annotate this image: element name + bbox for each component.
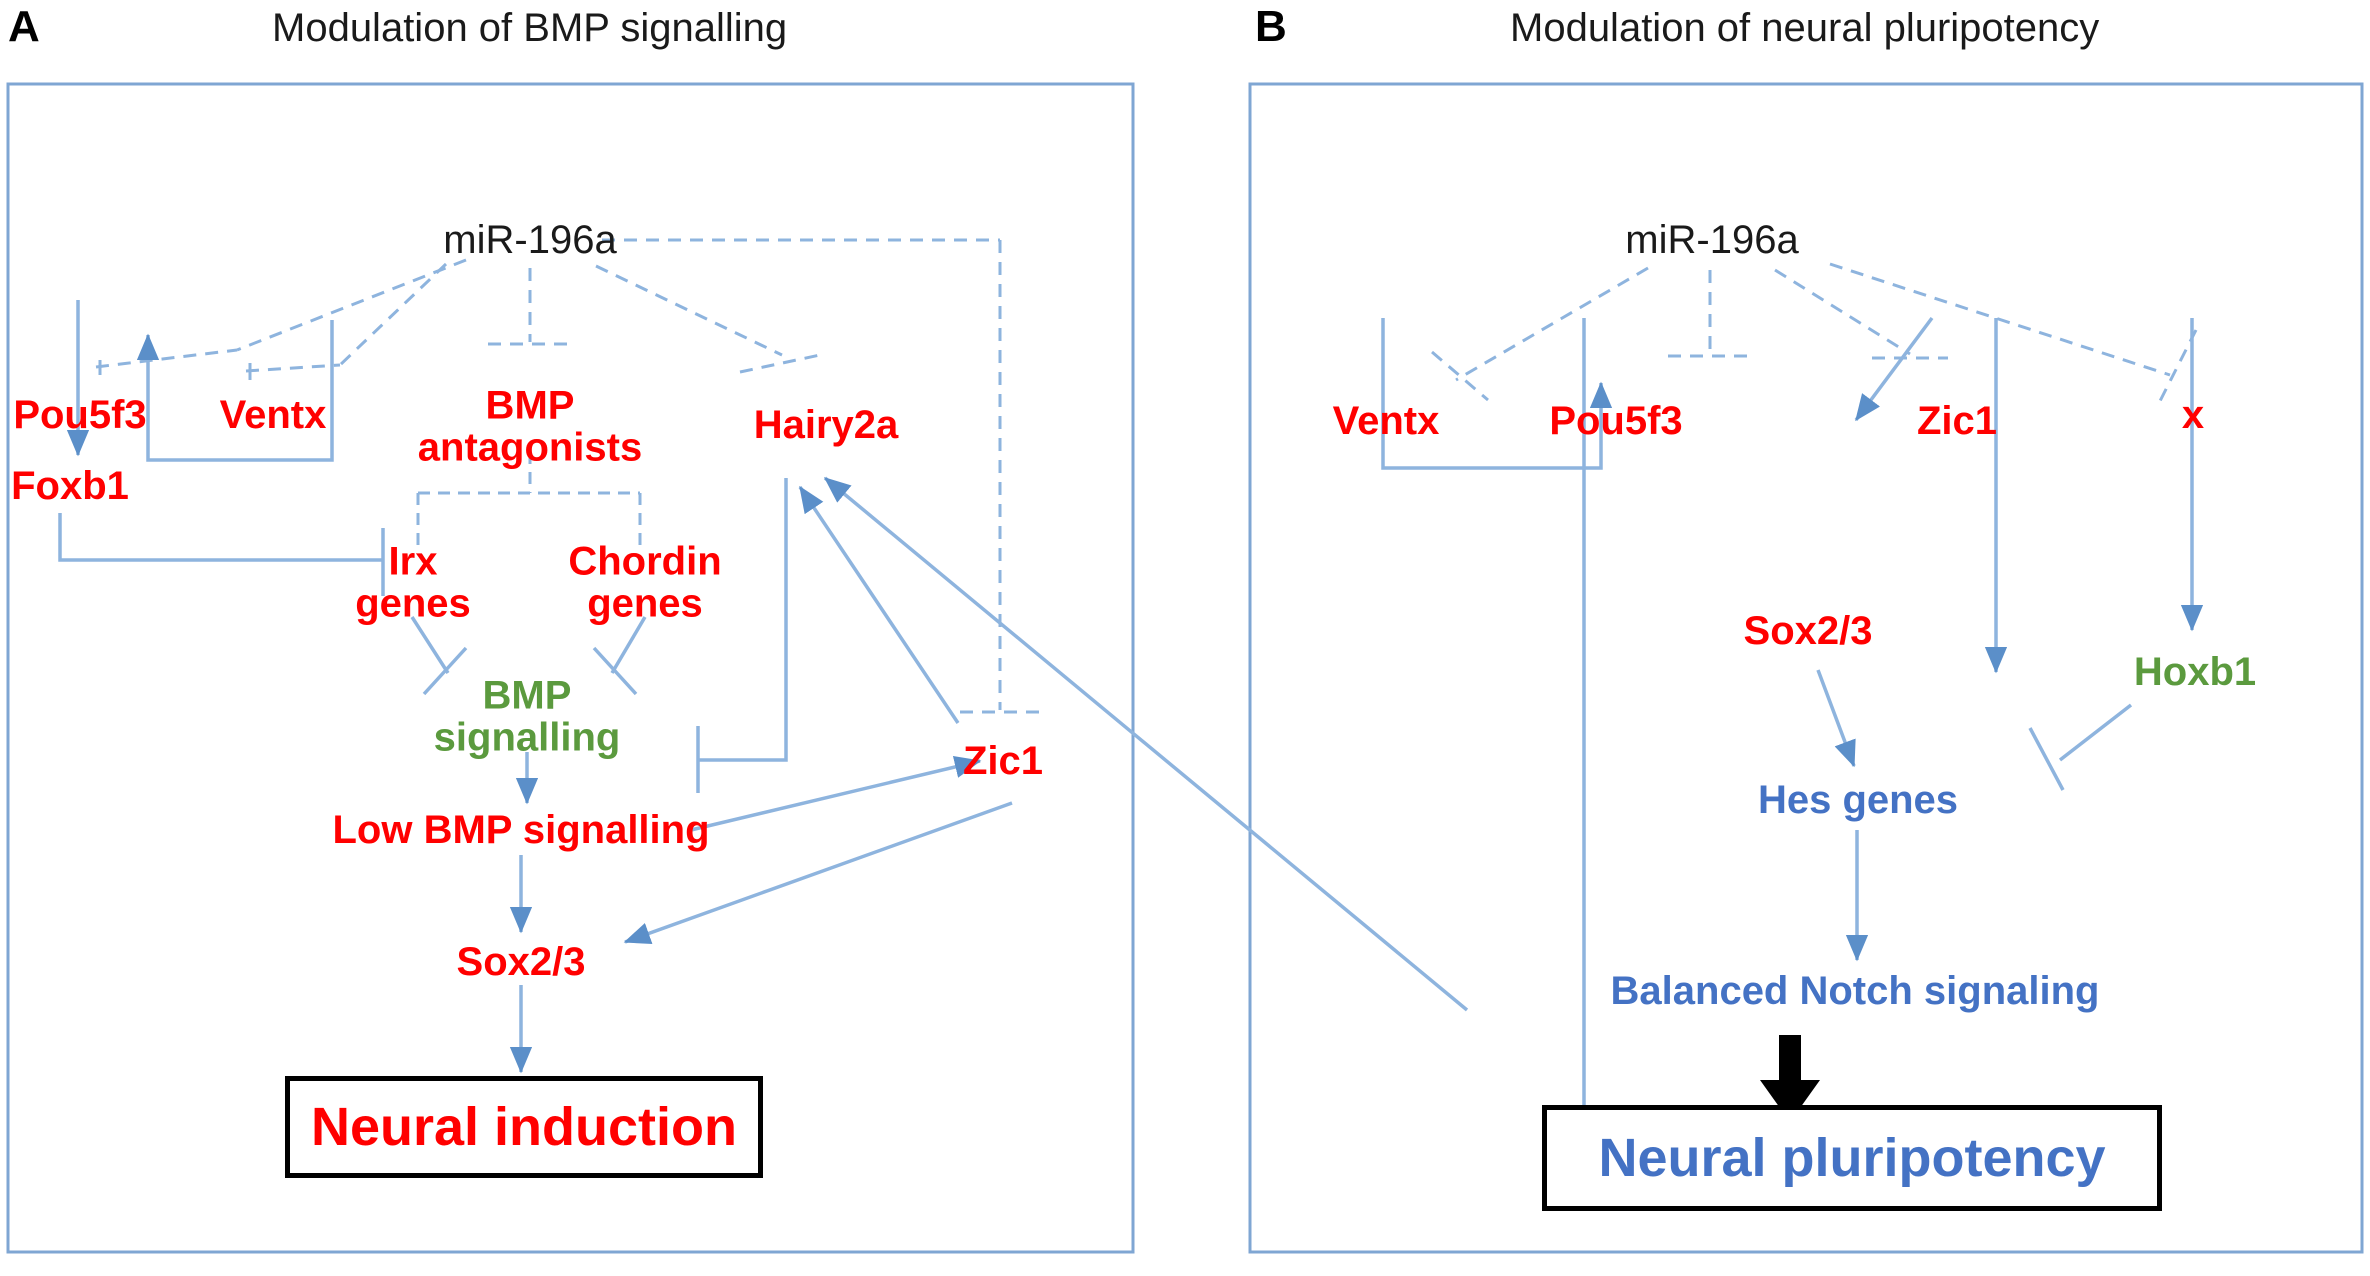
node-sox23-b[interactable]: Sox2/3 <box>1743 608 1873 653</box>
node-sox23-a[interactable]: Sox2/3 <box>456 939 586 984</box>
outcome-label-neural-induction: Neural induction <box>310 1097 737 1157</box>
node-bmp-antagonists-a[interactable]: BMP antagonists <box>417 383 643 470</box>
node-ventx-b[interactable]: Ventx <box>1332 398 1440 443</box>
node-pou5f3-b[interactable]: Pou5f3 <box>1549 398 1683 443</box>
outcome-box-neural-induction[interactable]: Neural induction <box>285 1076 763 1178</box>
node-mir-196a-b[interactable]: miR-196a <box>1625 217 1799 262</box>
node-balanced-notch-signaling-b[interactable]: Balanced Notch signaling <box>1610 968 2100 1013</box>
panel-a-letter: A <box>8 2 40 51</box>
node-irx-genes-a[interactable]: Irx genes <box>355 539 471 626</box>
panel-b-letter: B <box>1255 2 1287 51</box>
node-pou5f3-a[interactable]: Pou5f3 <box>13 392 147 437</box>
node-x-b[interactable]: x <box>2181 392 2205 437</box>
node-zic1-b[interactable]: Zic1 <box>1916 398 1998 443</box>
panel-b-edges <box>1381 262 2204 1162</box>
node-hes-genes-b[interactable]: Hes genes <box>1757 777 1959 822</box>
node-foxb1-a[interactable]: Foxb1 <box>11 463 129 508</box>
panel-a-title: Modulation of BMP signalling <box>272 6 788 50</box>
node-hoxb1-b[interactable]: Hoxb1 <box>2133 649 2257 694</box>
node-chordin-genes-a[interactable]: Chordin genes <box>568 539 722 626</box>
panel-b-title: Modulation of neural pluripotency <box>1510 6 2100 50</box>
node-ventx-a[interactable]: Ventx <box>219 392 327 437</box>
outcome-box-neural-pluripotency[interactable]: Neural pluripotency <box>1542 1105 2162 1211</box>
node-hairy2a-a[interactable]: Hairy2a <box>753 402 899 447</box>
node-zic1-a[interactable]: Zic1 <box>962 738 1044 783</box>
node-low-bmp-signalling-a[interactable]: Low BMP signalling <box>332 807 710 852</box>
node-mir-196a-a[interactable]: miR-196a <box>443 217 617 262</box>
node-bmp-signalling-a[interactable]: BMP signalling <box>433 673 621 760</box>
cross-panel-edge <box>823 476 1469 1012</box>
outcome-label-neural-pluripotency: Neural pluripotency <box>1598 1128 2106 1188</box>
